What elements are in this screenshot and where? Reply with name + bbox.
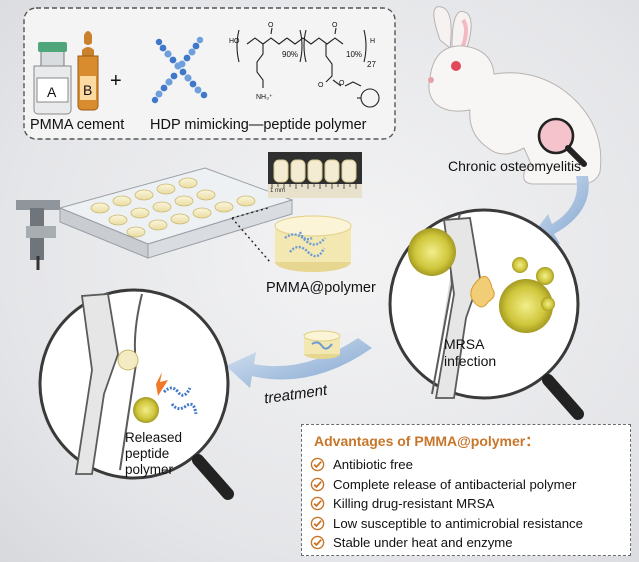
advantages-title: Advantages of PMMA@polymer：: [314, 433, 540, 449]
hdp-polymer-label: HDP mimicking—peptide polymer: [150, 117, 367, 133]
advantage-item: Killing drug-resistant MRSA: [310, 494, 583, 514]
advantage-text: Killing drug-resistant MRSA: [333, 496, 495, 512]
released-label-3: polymer: [125, 462, 174, 477]
released-label-2: peptide: [125, 446, 170, 461]
released-label-1: Released: [125, 430, 183, 445]
treated-circle: [38, 288, 234, 500]
chem-o4: O: [339, 80, 345, 87]
chem-o3: O: [318, 82, 324, 89]
check-icon: [310, 535, 325, 550]
chem-n: 27: [367, 60, 376, 69]
vial-a-icon: [33, 42, 72, 115]
infection-label: infection: [444, 353, 497, 369]
advantage-text: Low susceptible to antimicrobial resista…: [333, 515, 583, 531]
chem-nh3: NH₃⁺: [256, 94, 273, 101]
chem-ho: HO: [229, 38, 240, 45]
plus-sign: +: [110, 70, 122, 92]
check-icon: [310, 457, 325, 472]
polymer-beads-icon: [151, 36, 208, 104]
infection-circle: [388, 208, 584, 420]
ampoule-b-icon: [77, 31, 99, 111]
gel-tray-device: [16, 167, 294, 270]
mrsa-label: MRSA: [444, 336, 485, 352]
pmma-cement-label: PMMA cement: [30, 117, 125, 133]
check-icon: [310, 496, 325, 511]
check-icon: [310, 477, 325, 492]
chem-h: H: [370, 38, 376, 45]
chem-pct-b: 10%: [346, 50, 363, 59]
pmma-polymer-label: PMMA@polymer: [266, 280, 376, 296]
rabbit-magnifier-icon: [537, 117, 587, 167]
advantage-item: Antibiotic free: [310, 455, 583, 475]
advantage-item: Stable under heat and enzyme: [310, 533, 583, 553]
chemical-structure: [236, 27, 380, 108]
ruler-label: 1 mm: [270, 188, 285, 194]
check-icon: [310, 516, 325, 531]
advantage-text: Antibiotic free: [333, 457, 413, 473]
vial-b-label: B: [83, 82, 93, 98]
vial-a-label: A: [47, 84, 57, 100]
chem-o2: O: [332, 22, 338, 29]
chem-pct-a: 90%: [282, 50, 299, 59]
curved-arrow-down: [530, 176, 589, 244]
cement-photo: [268, 152, 362, 198]
advantage-text: Stable under heat and enzyme: [333, 535, 513, 551]
rabbit-illustration: [428, 6, 602, 185]
advantages-box: Advantages of PMMA@polymer： Antibiotic f…: [301, 424, 631, 556]
advantage-text: Complete release of antibacterial polyme…: [333, 476, 577, 492]
advantage-item: Complete release of antibacterial polyme…: [310, 475, 583, 495]
treatment-arrow: [226, 338, 372, 388]
treatment-disc-icon: [303, 330, 341, 359]
chronic-osteomyelitis-label: Chronic osteomyelitis: [448, 158, 582, 174]
pmma-polymer-disc: [274, 215, 352, 272]
chem-o1: O: [268, 22, 274, 29]
advantages-list: Antibiotic free Complete release of anti…: [310, 455, 583, 553]
advantage-item: Low susceptible to antimicrobial resista…: [310, 514, 583, 534]
